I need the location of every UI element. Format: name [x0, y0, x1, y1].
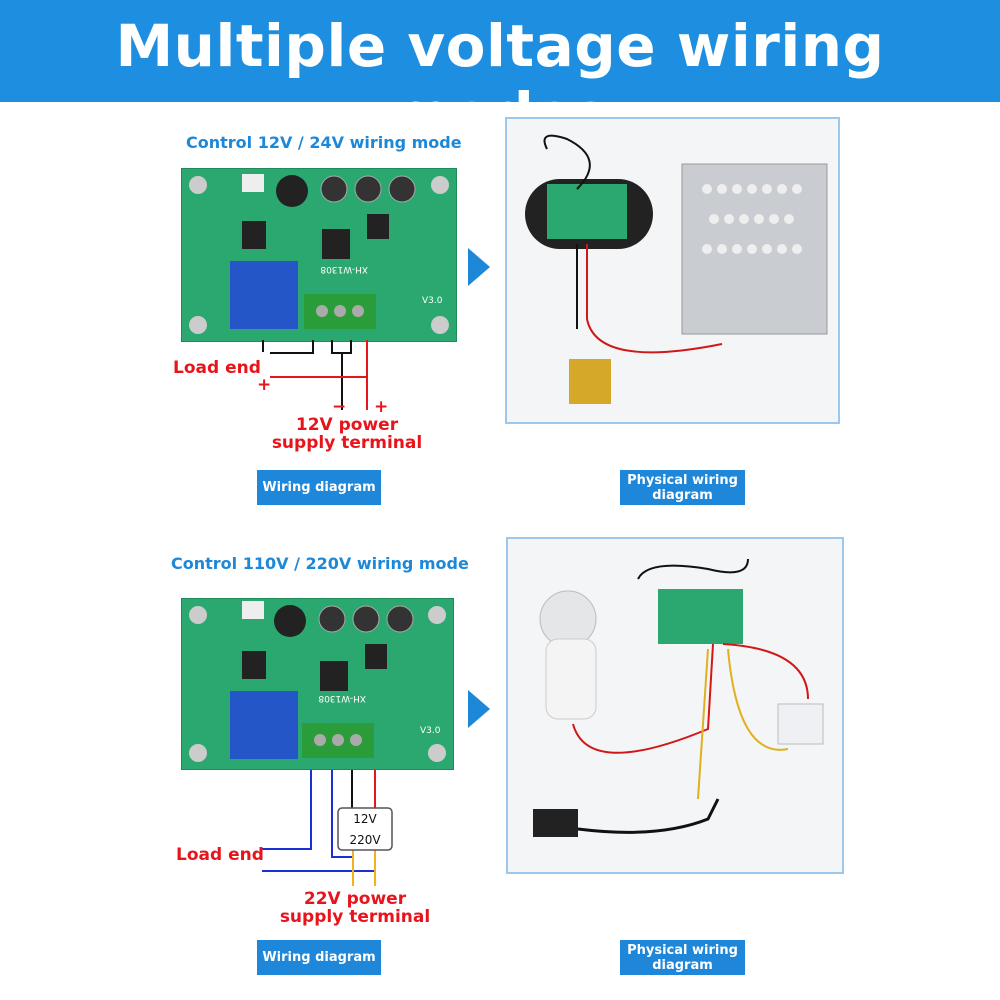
supply-label-1b: supply terminal: [271, 433, 423, 453]
plus-label: +: [257, 375, 272, 395]
physical-wiring-button-1[interactable]: Physical wiring diagram: [620, 470, 745, 505]
svg-text:XH-W1308: XH-W1308: [318, 693, 366, 703]
supply-label-1a: 12V power: [295, 415, 399, 435]
pcb-board-2: XH-W1308 V3.0: [181, 598, 454, 770]
section1-title: Control 12V / 24V wiring mode: [186, 133, 462, 152]
page-title: Multiple voltage wiring modes: [115, 12, 885, 148]
minus-label: −: [332, 397, 347, 417]
load-end-label-2: Load end: [176, 845, 264, 865]
physical-photo-1: [505, 117, 840, 424]
physical-wiring-button-2[interactable]: Physical wiring diagram: [620, 940, 745, 975]
wiring-diagram-button-2[interactable]: Wiring diagram: [257, 940, 381, 975]
plus-label-2: +: [374, 397, 389, 417]
svg-text:V3.0: V3.0: [420, 726, 441, 736]
header-banner: Multiple voltage wiring modes: [0, 0, 1000, 148]
arrow-right-icon: [468, 248, 490, 286]
pcb-components-2: XH-W1308 V3.0: [189, 601, 446, 762]
supply-label-2a: 22V power: [303, 889, 407, 909]
supply-label-2b: supply terminal: [279, 907, 431, 927]
load-end-label-1: Load end: [173, 358, 261, 378]
svg-text:XH-W1308: XH-W1308: [320, 264, 368, 274]
converter-box-bottom-label: 220V: [349, 833, 381, 847]
svg-text:V3.0: V3.0: [422, 296, 443, 306]
pcb-components-1: XH-W1308 V3.0: [189, 174, 449, 334]
converter-box-top-label: 12V: [353, 812, 377, 826]
arrow-right-icon: [468, 690, 490, 728]
section2-title: Control 110V / 220V wiring mode: [171, 554, 469, 573]
wiring-diagram-button-1[interactable]: Wiring diagram: [257, 470, 381, 505]
pcb-board-1: XH-W1308 V3.0: [181, 168, 457, 342]
physical-photo-2: [506, 537, 844, 874]
